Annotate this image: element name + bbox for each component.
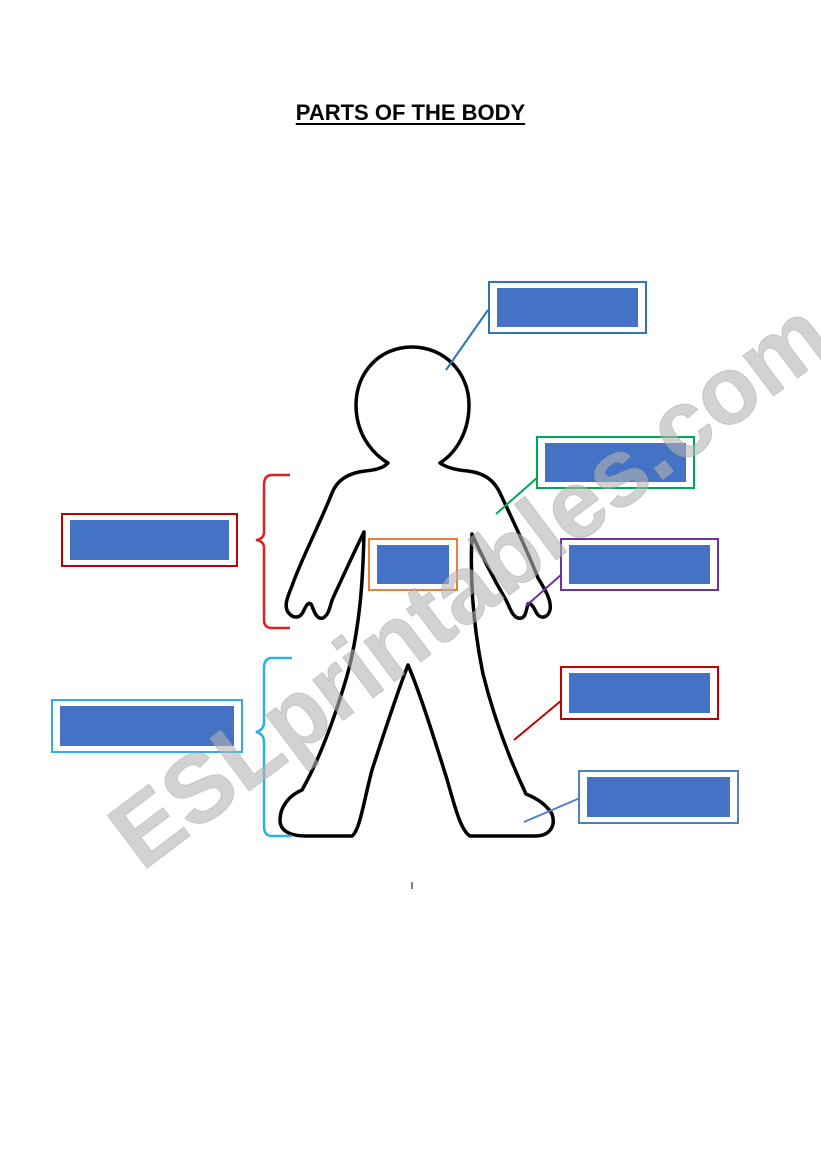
connector-head	[445, 309, 489, 371]
bracket-arm	[255, 473, 290, 630]
label-fill	[70, 520, 229, 560]
label-fill	[497, 288, 638, 327]
worksheet-title: PARTS OF THE BODY	[295, 100, 526, 125]
label-box-stomach[interactable]	[368, 538, 458, 591]
connector-hand	[525, 573, 563, 607]
label-box-arm[interactable]	[61, 513, 238, 567]
label-box-leg[interactable]	[51, 699, 243, 753]
connector-knee	[513, 699, 563, 741]
body-outline	[278, 345, 555, 838]
bracket-leg	[255, 656, 292, 838]
label-fill	[587, 777, 730, 817]
label-fill	[377, 545, 449, 584]
connector-shoulder	[495, 476, 539, 515]
label-box-hand[interactable]	[560, 538, 719, 591]
label-fill	[569, 673, 710, 713]
label-box-foot[interactable]	[578, 770, 739, 824]
label-box-knee[interactable]	[560, 666, 719, 720]
label-fill	[60, 706, 234, 746]
label-box-head[interactable]	[488, 281, 647, 334]
label-fill	[569, 545, 710, 584]
connector-foot	[523, 797, 581, 823]
label-fill	[545, 443, 686, 482]
label-box-shoulder[interactable]	[536, 436, 695, 489]
